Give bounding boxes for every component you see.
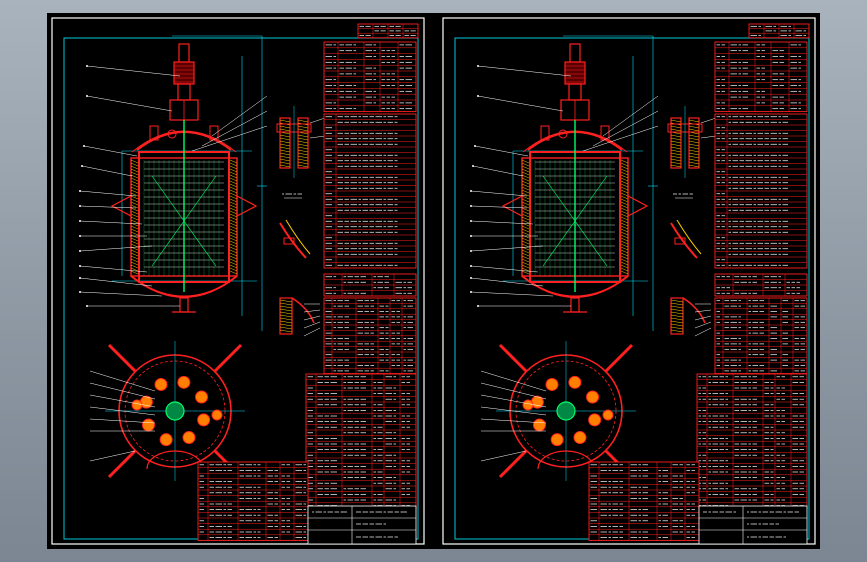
nozzle-mark xyxy=(573,431,587,445)
drawing-sheet-left[interactable] xyxy=(51,17,425,545)
parts-list-table xyxy=(305,373,417,509)
nozzle-mark xyxy=(568,375,582,389)
nozzle-plan-icon xyxy=(480,341,636,481)
leader-lines xyxy=(79,65,268,307)
title-block xyxy=(698,505,808,545)
nozzle-mark xyxy=(197,413,211,427)
drive-motor-icon xyxy=(560,43,590,121)
detail-flange-icon xyxy=(670,193,702,259)
design-data-table xyxy=(714,41,808,113)
nozzle-schedule-table xyxy=(714,297,808,375)
technical-requirements-table xyxy=(323,113,417,269)
nozzle-plan-icon xyxy=(89,341,245,481)
bill-of-materials-table xyxy=(588,461,700,541)
support-lug-right xyxy=(236,195,258,217)
nozzle-mark xyxy=(182,431,196,445)
detail-flange-icon xyxy=(279,193,311,259)
drive-motor-icon xyxy=(169,43,199,121)
nozzle-mark xyxy=(195,390,209,404)
cad-drawing-svg xyxy=(51,17,816,545)
agitator-hub xyxy=(556,401,576,421)
detail-weld-icon xyxy=(279,297,321,337)
nozzle-header-table xyxy=(714,273,808,297)
nozzle-mark xyxy=(550,433,564,447)
title-block xyxy=(307,505,417,545)
design-data-table xyxy=(323,41,417,113)
nozzle-mark xyxy=(154,377,168,391)
support-lug-left xyxy=(110,195,132,217)
support-lug-left xyxy=(501,195,523,217)
sheet-frame xyxy=(51,17,425,545)
agitator-blades xyxy=(542,175,608,267)
cad-drawing-canvas[interactable] xyxy=(47,13,820,549)
nozzle-header-table xyxy=(323,273,417,297)
detail-weld-icon xyxy=(670,297,712,337)
detail-section-icon xyxy=(276,106,326,178)
nozzle-mark xyxy=(159,433,173,447)
sheet-code-box xyxy=(748,23,810,39)
technical-requirements-table xyxy=(714,113,808,269)
reactor-vessel-icon xyxy=(79,35,268,331)
support-lug-right xyxy=(627,195,649,217)
sheet-frame xyxy=(442,17,816,545)
nozzle-mark xyxy=(545,377,559,391)
bill-of-materials-table xyxy=(197,461,309,541)
parts-list-table xyxy=(696,373,808,509)
reactor-vessel-icon xyxy=(470,35,659,331)
nozzle-mark xyxy=(588,413,602,427)
sheet-code-box xyxy=(357,23,419,39)
agitator-blades xyxy=(151,175,217,267)
leader-lines xyxy=(470,65,659,307)
nozzle-schedule-table xyxy=(323,297,417,375)
nozzle-mark xyxy=(177,375,191,389)
nozzle-mark xyxy=(141,418,155,432)
agitator-hub xyxy=(165,401,185,421)
nozzle-mark xyxy=(532,418,546,432)
nozzle-mark xyxy=(586,390,600,404)
drawing-sheet-right[interactable] xyxy=(442,17,816,545)
detail-section-icon xyxy=(667,106,717,178)
